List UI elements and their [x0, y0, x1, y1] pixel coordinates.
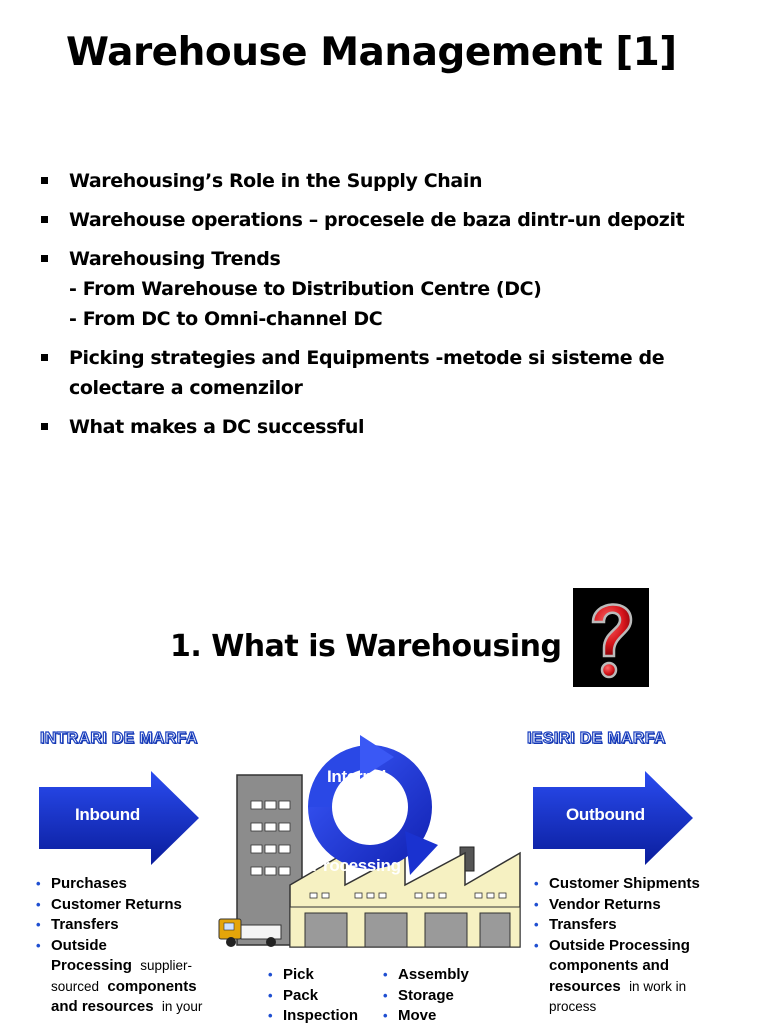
list-item-continued: and resources in your: [51, 998, 203, 1015]
bullet-item: Warehousing’s Role in the Supply Chain: [40, 166, 760, 196]
bullet-dot-icon: •: [268, 1008, 273, 1023]
list-item: •Inspection: [268, 1006, 358, 1027]
list-item: •Outside: [36, 936, 202, 957]
outbound-list: •Customer Shipments •Vendor Returns •Tra…: [534, 874, 700, 1018]
bullet-dot-icon: •: [383, 967, 388, 982]
square-bullet-icon: [41, 177, 48, 184]
list-item: •Customer Returns: [36, 895, 202, 916]
bullet-dot-icon: •: [268, 987, 273, 1003]
bullet-item: Picking strategies and Equipments -metod…: [40, 343, 760, 403]
list-item: •Move: [383, 1006, 469, 1027]
question-mark-icon: [573, 588, 649, 687]
bullet-dot-icon: •: [383, 1008, 388, 1023]
list-item-continued: resources in work in: [549, 977, 687, 995]
square-bullet-icon: [41, 354, 48, 361]
bullet-dot-icon: •: [268, 967, 273, 982]
outbound-heading: IESIRI DE MARFA: [526, 729, 666, 747]
list-item: •Storage: [383, 986, 469, 1007]
bullet-item: What makes a DC successful: [40, 412, 760, 442]
bullet-subline: - From Warehouse to Distribution Centre …: [69, 278, 542, 300]
square-bullet-icon: [41, 216, 48, 223]
list-item-continued: sourced components: [51, 977, 197, 995]
list-item: •Customer Shipments: [534, 874, 700, 895]
list-item-continued: Processing supplier-: [51, 957, 192, 974]
bullet-text: Picking strategies and Equipments -metod…: [69, 347, 665, 369]
bullet-list: Warehousing’s Role in the Supply Chain W…: [40, 166, 760, 451]
bullet-text: What makes a DC successful: [69, 416, 365, 438]
bullet-subline: - From DC to Omni-channel DC: [69, 308, 383, 330]
square-bullet-icon: [41, 423, 48, 430]
list-item: •Transfers: [36, 915, 202, 936]
list-item: •Transfers: [534, 915, 700, 936]
cycle-label-bottom: Processing: [312, 856, 401, 875]
list-item: •Outside Processing: [534, 936, 700, 957]
outbound-label: Outbound: [566, 805, 645, 824]
bullet-text: Warehouse operations – procesele de baza…: [69, 209, 685, 231]
bullet-item: Warehousing Trends - From Warehouse to D…: [40, 244, 760, 334]
bullet-dot-icon: •: [383, 987, 388, 1003]
bullet-dot-icon: •: [534, 937, 539, 953]
warehouse-illustration: [218, 774, 521, 948]
bullet-dot-icon: •: [36, 917, 41, 932]
list-item: •Pack: [268, 986, 358, 1007]
bullet-dot-icon: •: [36, 876, 41, 891]
bullet-dot-icon: •: [534, 917, 539, 932]
inbound-label: Inbound: [75, 805, 140, 824]
cycle-label-top: Internal: [327, 767, 387, 786]
bullet-dot-icon: •: [534, 896, 539, 912]
list-item: •Assembly: [383, 965, 469, 986]
inbound-heading: INTRARI DE MARFA: [39, 729, 198, 747]
list-item-continued: process: [549, 999, 597, 1014]
center-list-left: •Pick •Pack •Inspection: [268, 965, 358, 1027]
bullet-dot-icon: •: [36, 896, 41, 912]
bullet-item: Warehouse operations – procesele de baza…: [40, 205, 760, 235]
list-item: •Vendor Returns: [534, 895, 700, 916]
square-bullet-icon: [41, 255, 48, 262]
list-item: •Pick: [268, 965, 358, 986]
inbound-list: •Purchases •Customer Returns •Transfers …: [36, 874, 202, 1018]
bullet-subline: colectare a comenzilor: [69, 377, 303, 399]
bullet-text: Warehousing Trends: [69, 248, 281, 270]
bullet-dot-icon: •: [534, 876, 539, 891]
slide-title: Warehouse Management [1]: [66, 30, 677, 75]
list-item-continued: components and: [549, 957, 670, 974]
bullet-dot-icon: •: [36, 937, 41, 953]
outbound-arrow-icon: [533, 771, 693, 865]
bullet-text: Warehousing’s Role in the Supply Chain: [69, 170, 483, 192]
section-title: 1. What is Warehousing: [170, 629, 562, 664]
center-list-right: •Assembly •Storage •Move: [383, 965, 469, 1027]
list-item: •Purchases: [36, 874, 202, 895]
processing-cycle-icon: [308, 735, 438, 875]
inbound-arrow-icon: [39, 771, 199, 865]
